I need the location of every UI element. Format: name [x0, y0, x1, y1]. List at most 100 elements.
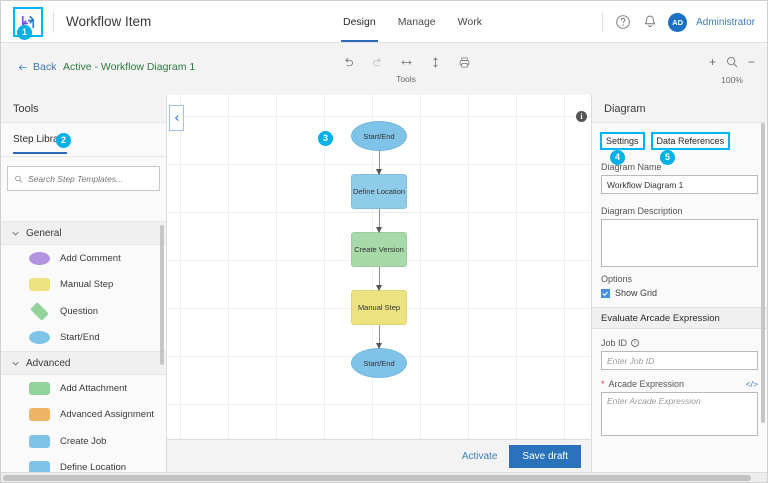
tab-design[interactable]: Design — [341, 3, 378, 42]
diagram-description-field[interactable] — [601, 219, 758, 267]
arcade-expression-input[interactable] — [607, 396, 752, 432]
align-vertical-icon[interactable] — [426, 53, 444, 71]
avatar[interactable]: AD — [668, 12, 688, 32]
undo-icon[interactable] — [339, 53, 357, 71]
search-icon — [15, 175, 23, 183]
flow-node-start-end-bottom[interactable]: Start/End — [351, 348, 407, 378]
job-id-label: Job ID — [601, 338, 628, 348]
notification-bell-icon[interactable] — [641, 13, 659, 31]
step-group-general-label: General — [26, 227, 62, 239]
flow-connector — [375, 209, 382, 233]
info-circle-icon[interactable]: i — [576, 111, 587, 122]
redo-icon[interactable] — [368, 53, 386, 71]
step-item-add-comment[interactable]: Add Comment — [1, 245, 166, 272]
job-id-info-icon[interactable]: i — [631, 339, 640, 347]
align-horizontal-icon[interactable] — [397, 53, 415, 71]
collapse-tools-panel-handle[interactable] — [169, 105, 184, 131]
callout-badge-3: 3 — [318, 131, 333, 146]
app-header: 1 Workflow Item Design Manage Work — [1, 1, 767, 43]
step-group-general[interactable]: General — [1, 221, 166, 245]
show-grid-checkbox[interactable] — [601, 288, 610, 298]
job-id-field[interactable] — [601, 351, 758, 370]
tab-work[interactable]: Work — [457, 15, 482, 28]
show-grid-checkbox-row[interactable]: Show Grid — [601, 288, 767, 298]
define-location-shape-icon — [29, 461, 50, 472]
flow-connector — [375, 151, 382, 175]
help-icon[interactable] — [614, 13, 632, 31]
step-item-label: Start/End — [60, 332, 100, 344]
show-grid-label: Show Grid — [615, 288, 658, 298]
diagram-name-input[interactable] — [607, 179, 752, 190]
header-right-divider — [602, 12, 604, 32]
step-item-start-end[interactable]: Start/End — [1, 325, 166, 352]
diagram-name-label: Diagram Name — [601, 162, 662, 172]
zoom-in-button[interactable]: + — [708, 55, 716, 69]
activate-button[interactable]: Activate — [461, 450, 498, 462]
add-comment-shape-icon — [29, 251, 50, 265]
search-step-templates-box[interactable] — [7, 166, 160, 191]
arcade-expression-label-row: * Arcade Expression </> — [601, 379, 758, 389]
step-item-label: Advanced Assignment — [60, 409, 155, 421]
canvas-tools-group: Tools — [339, 53, 473, 84]
diagram-panel-scrollbar[interactable] — [761, 123, 765, 423]
tools-panel-scrollbar[interactable] — [160, 225, 164, 365]
print-icon[interactable] — [455, 53, 473, 71]
job-id-input[interactable] — [607, 355, 752, 366]
create-job-shape-icon — [29, 434, 50, 448]
step-item-label: Add Attachment — [60, 382, 128, 394]
callout-badge-5: 5 — [660, 150, 675, 165]
user-name-label[interactable]: Administrator — [696, 16, 755, 28]
step-item-label: Question — [60, 305, 99, 317]
tab-manage[interactable]: Manage — [397, 15, 436, 28]
window-scrollbar-thumb[interactable] — [3, 475, 751, 481]
diagram-subtoolbar: Back Active - Workflow Diagram 1 — [1, 44, 767, 94]
evaluate-arcade-expression-header: Evaluate Arcade Expression — [592, 307, 767, 329]
zoom-level-label: 100% — [721, 75, 743, 85]
diagram-description-input[interactable] — [607, 223, 752, 263]
step-group-advanced-label: Advanced — [26, 357, 71, 369]
diagram-panel-title: Diagram — [592, 95, 767, 123]
window-horizontal-scrollbar[interactable] — [1, 472, 767, 482]
diagram-status-title: Active - Workflow Diagram 1 — [63, 61, 196, 73]
zoom-out-button[interactable]: − — [747, 55, 755, 69]
step-library-tabrow: Step Library 2 — [1, 123, 166, 157]
primary-nav-tabs: Design Manage Work — [341, 1, 484, 43]
tools-panel-title: Tools — [1, 95, 166, 123]
flow-node-manual-step[interactable]: Manual Step — [351, 290, 407, 325]
callout-badge-1: 1 — [17, 25, 32, 40]
search-input[interactable] — [28, 173, 153, 184]
canvas-footer-actions: Activate Save draft — [167, 439, 591, 472]
magnifier-icon[interactable] — [723, 53, 741, 71]
step-group-advanced[interactable]: Advanced — [1, 351, 166, 375]
save-draft-button[interactable]: Save draft — [509, 444, 581, 468]
step-item-add-attachment[interactable]: Add Attachment — [1, 375, 166, 402]
chevron-down-icon — [12, 231, 19, 235]
workflow-flowchart: Start/End Define Location Create Version… — [167, 121, 591, 378]
diagram-canvas[interactable]: 3 Start/End Define Location Create Versi… — [167, 95, 591, 472]
chevron-left-icon — [174, 115, 178, 121]
step-item-label: Define Location — [60, 462, 127, 472]
flow-connector — [375, 325, 382, 349]
step-item-label: Create Job — [60, 435, 107, 447]
step-item-define-location[interactable]: Define Location — [1, 455, 166, 472]
step-item-label: Manual Step — [60, 279, 114, 291]
add-attachment-shape-icon — [29, 381, 50, 395]
back-button[interactable]: Back — [17, 61, 56, 73]
step-item-create-job[interactable]: Create Job — [1, 428, 166, 455]
diagram-name-field[interactable] — [601, 175, 758, 194]
callout-badge-2: 2 — [56, 133, 71, 148]
job-id-label-row: Job ID i — [601, 338, 758, 348]
step-item-advanced-assignment[interactable]: Advanced Assignment — [1, 402, 166, 429]
arcade-expression-field[interactable] — [601, 392, 758, 436]
flow-node-start-end-top[interactable]: Start/End — [351, 121, 407, 151]
tab-data-references[interactable]: Data References — [650, 132, 731, 150]
step-item-label: Add Comment — [60, 252, 121, 264]
tab-step-library[interactable]: Step Library — [13, 134, 67, 154]
step-item-question[interactable]: Question — [1, 298, 166, 325]
step-item-manual-step[interactable]: Manual Step — [1, 272, 166, 299]
tab-settings[interactable]: Settings — [600, 132, 645, 150]
code-brackets-icon[interactable]: </> — [745, 379, 758, 389]
flow-node-create-version[interactable]: Create Version — [351, 232, 407, 267]
flow-node-define-location[interactable]: Define Location — [351, 174, 407, 209]
